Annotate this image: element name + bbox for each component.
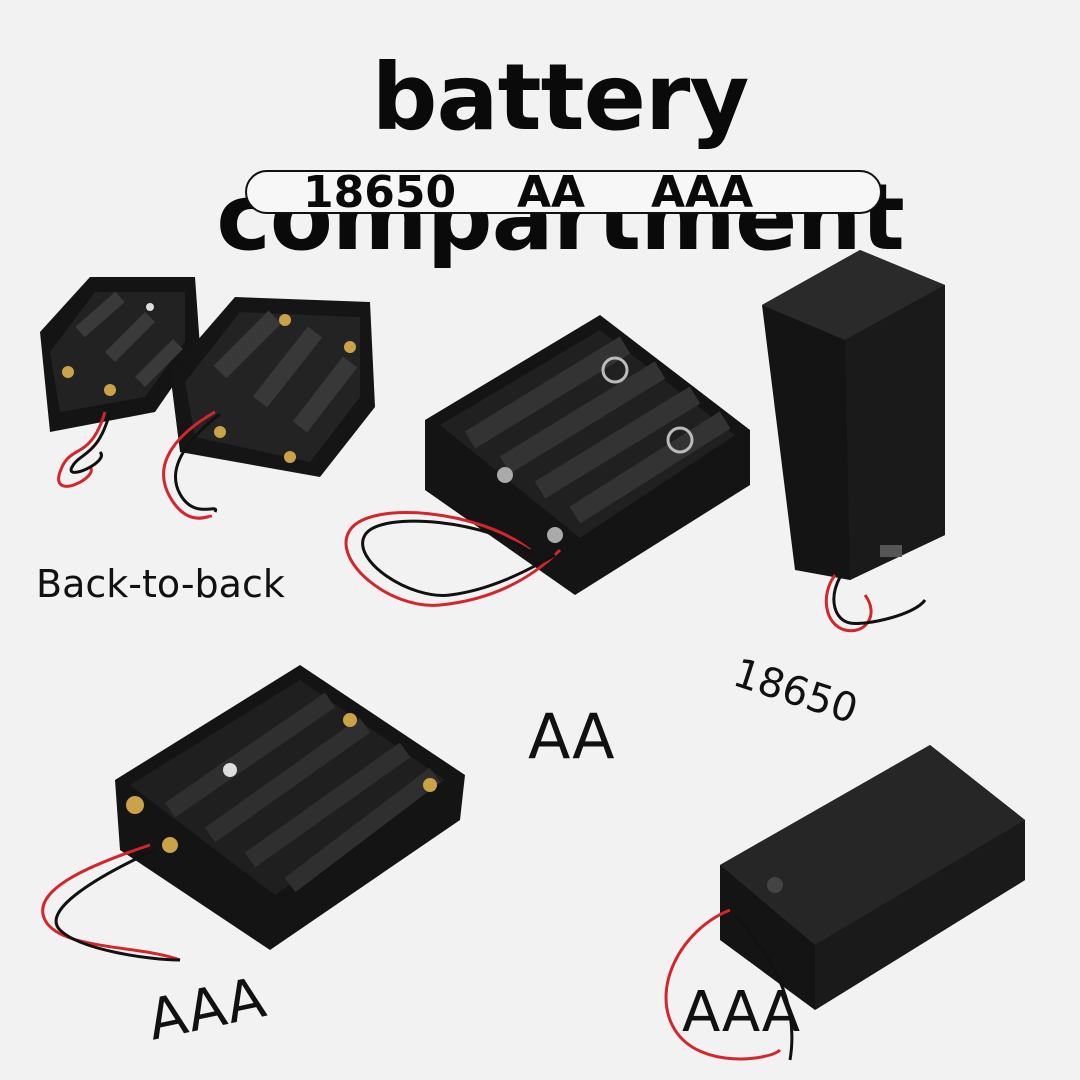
label-back-to-back: Back-to-back [36,562,285,606]
aaa-holder-4-slot-image [41,665,465,962]
aa-holder-4-slot-image [344,315,750,607]
label-aa: AA [528,700,615,773]
18650-boxed-holder-image [762,250,945,633]
type-18650: 18650 [303,167,457,218]
type-aaa: AAA [651,167,754,218]
back-to-back-holders-image [40,277,375,520]
label-18650: 18650 [727,650,864,734]
battery-type-bar: 18650 AA AAA [245,167,882,218]
label-aaa-boxed: AAA [682,980,801,1045]
aaa-boxed-holder-image [664,745,1025,1061]
type-aa: AA [517,167,586,218]
page-title: battery compartment [216,44,905,271]
